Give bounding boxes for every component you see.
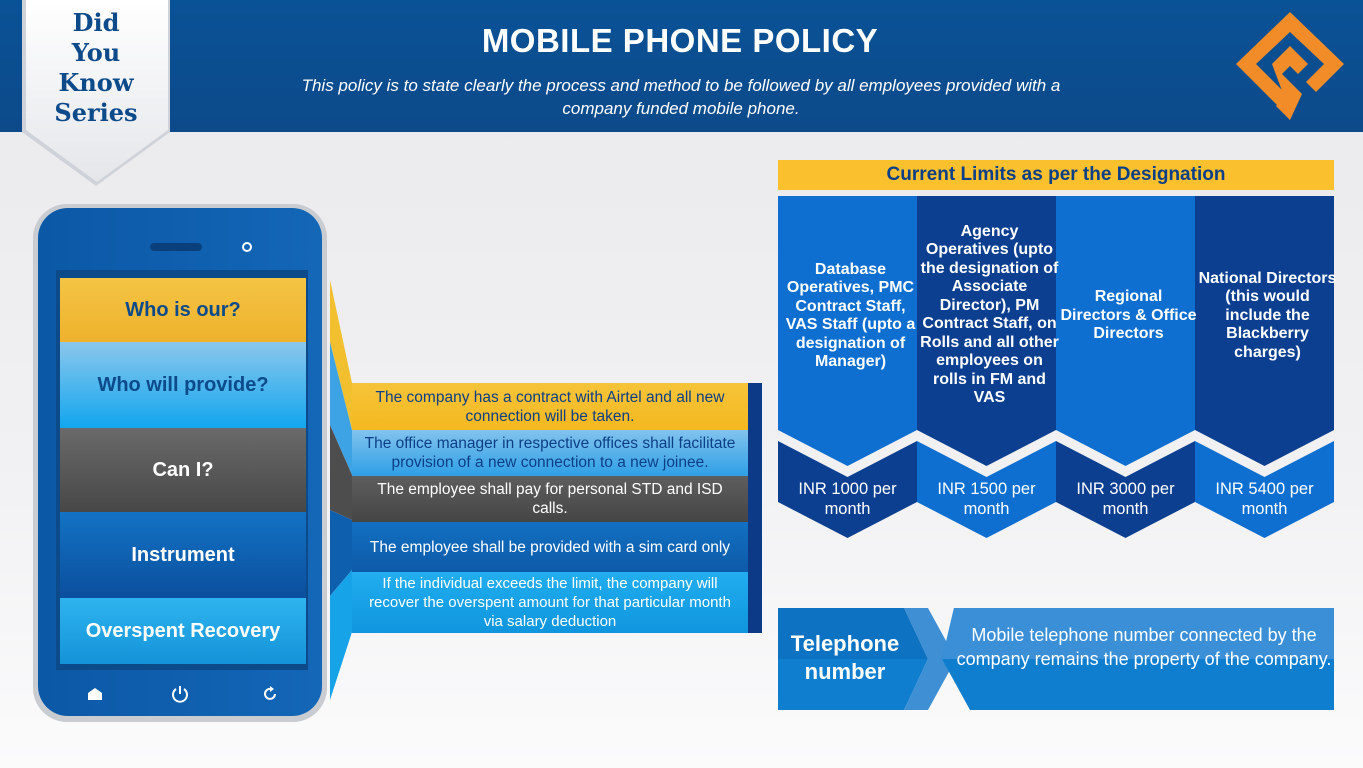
badge-line-4: Series: [54, 98, 138, 127]
refresh-icon[interactable]: [262, 686, 278, 702]
answer-airtel-contract: The company has a contract with Airtel a…: [352, 383, 748, 430]
answer-sim-card: The employee shall be provided with a si…: [352, 522, 748, 572]
limit-col-4-amount: INR 5400 per month: [1215, 480, 1314, 518]
menu-item-instrument[interactable]: Instrument: [60, 512, 306, 598]
limit-col-4-label: National Directors (this would include t…: [1198, 269, 1337, 361]
limit-col-2-label: Agency Operatives (upto the designation …: [920, 222, 1059, 407]
menu-item-can-i[interactable]: Can I?: [60, 428, 306, 512]
page-subtitle: This policy is to state clearly the proc…: [301, 76, 1061, 118]
answer-personal-calls: The employee shall pay for personal STD …: [352, 476, 748, 522]
menu-item-overspent-recovery[interactable]: Overspent Recovery: [60, 598, 306, 664]
limit-col-3-label: Regional Directors & Office Directors: [1060, 288, 1197, 343]
answers-side-bar: [748, 383, 762, 633]
badge-line-2: You: [71, 38, 121, 67]
menu-item-who-is-our[interactable]: Who is our?: [60, 278, 306, 342]
header-banner: MOBILE PHONE POLICY This policy is to st…: [0, 0, 1363, 132]
badge-line-3: Know: [58, 68, 134, 97]
telephone-panel: [778, 608, 1334, 710]
limits-title: Current Limits as per the Designation: [778, 160, 1334, 190]
limit-col-3-amount: INR 3000 per month: [1076, 480, 1175, 518]
limit-col-1-label: Database Operatives, PMC Contract Staff,…: [785, 260, 916, 371]
home-icon[interactable]: [86, 686, 104, 702]
orange-diamond-logo: [1232, 8, 1350, 131]
limit-col-2-amount: INR 1500 per month: [937, 480, 1036, 518]
page-title: MOBILE PHONE POLICY: [481, 22, 879, 59]
menu-item-who-will-provide[interactable]: Who will provide?: [60, 342, 306, 428]
did-you-know-badge: Did You Know Series: [22, 0, 170, 188]
answer-overspent: If the individual exceeds the limit, the…: [352, 572, 748, 633]
limits-columns: [778, 196, 1334, 538]
connector-band: [330, 280, 352, 700]
badge-line-1: Did: [72, 8, 120, 37]
telephone-description: Mobile telephone number connected by the…: [956, 625, 1332, 669]
answer-office-manager: The office manager in respective offices…: [352, 430, 748, 476]
limit-col-1-amount: INR 1000 per month: [798, 480, 897, 518]
power-icon[interactable]: [170, 684, 190, 704]
telephone-label: Telephone number: [790, 631, 900, 684]
